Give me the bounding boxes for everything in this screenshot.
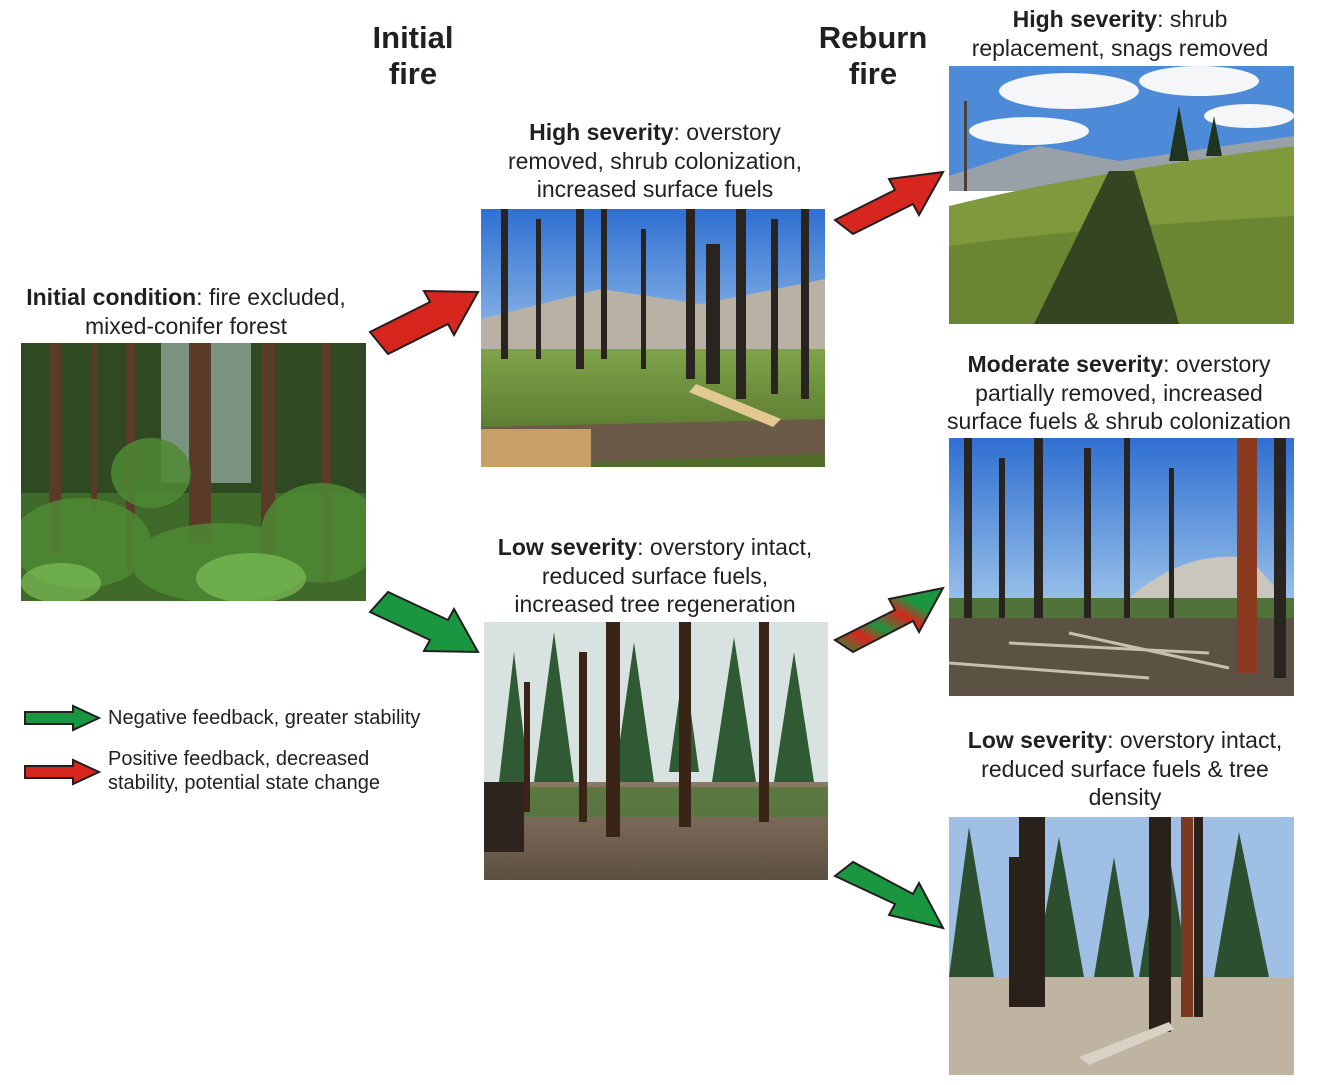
initial-fire-heading-line2: fire: [388, 56, 438, 91]
reburn-high-severity-photo: [949, 66, 1294, 324]
legend-positive-line1: Positive feedback, decreased: [108, 748, 370, 770]
initial-low-severity-caption: Low severity: overstory intact, reduced …: [465, 533, 845, 619]
legend-negative-label: Negative feedback, greater stability: [108, 707, 421, 729]
arrow-low-to-reburn-low: [833, 860, 945, 930]
initial-high-caption-line2: removed, shrub colonization,: [507, 147, 803, 174]
arrow-high-to-reburn-high: [833, 170, 945, 236]
reburn-fire-heading: Reburn fire: [806, 20, 940, 92]
reburn-moderate-caption-line1: : overstory: [1163, 351, 1271, 377]
reburn-moderate-severity-photo: [949, 438, 1294, 696]
initial-condition-caption: Initial condition: fire excluded, mixed-…: [0, 283, 372, 340]
reburn-moderate-caption-line3: surface fuels & shrub colonization: [947, 408, 1291, 434]
initial-high-severity-caption: High severity: overstory removed, shrub …: [465, 118, 845, 204]
initial-high-severity-photo: [481, 209, 825, 467]
initial-high-caption-line1: : overstory: [673, 119, 781, 145]
initial-low-caption-line1: : overstory intact,: [637, 534, 813, 560]
initial-high-caption-bold: High severity: [529, 119, 674, 145]
reburn-moderate-severity-caption: Moderate severity: overstory partially r…: [920, 350, 1318, 436]
reburn-high-caption-bold: High severity: [1012, 6, 1158, 32]
reburn-low-severity-photo: [949, 817, 1294, 1075]
legend-green-arrow-icon: [24, 704, 102, 732]
initial-high-caption-line3: increased surface fuels: [536, 176, 774, 202]
initial-low-caption-bold: Low severity: [497, 534, 638, 560]
initial-fire-heading: Initial fire: [352, 20, 474, 92]
reburn-low-severity-caption: Low severity: overstory intact, reduced …: [935, 726, 1315, 812]
reburn-low-caption-line2: reduced surface fuels & tree: [981, 755, 1269, 782]
initial-low-caption-line3: increased tree regeneration: [514, 591, 796, 617]
initial-fire-heading-line1: Initial: [372, 20, 454, 55]
reburn-moderate-caption-bold: Moderate severity: [967, 351, 1164, 377]
reburn-low-caption-bold: Low severity: [967, 727, 1108, 753]
reburn-low-caption-line3: density: [1088, 784, 1162, 810]
reburn-high-caption-line2: replacement, snags removed: [971, 34, 1269, 61]
initial-condition-caption-line2: mixed-conifer forest: [85, 312, 287, 339]
reburn-high-severity-caption: High severity: shrub replacement, snags …: [935, 5, 1305, 62]
initial-condition-photo: [21, 343, 366, 601]
arrow-initial-to-high: [368, 289, 480, 356]
reburn-fire-heading-line2: fire: [848, 56, 898, 91]
reburn-moderate-caption-line2: partially removed, increased: [975, 379, 1263, 406]
reburn-high-caption-line1: : shrub: [1157, 6, 1228, 32]
arrow-initial-to-low: [368, 590, 480, 654]
initial-low-caption-line2: reduced surface fuels,: [541, 562, 769, 589]
initial-condition-caption-bold: Initial condition: [26, 284, 197, 310]
arrow-low-to-reburn-moderate-mixed: [833, 586, 945, 654]
legend-red-arrow-icon: [24, 758, 102, 786]
legend-positive-label: Positive feedback, decreased stability, …: [108, 747, 380, 795]
reburn-low-caption-line1: : overstory intact,: [1107, 727, 1283, 753]
legend-positive-line2: stability, potential state change: [108, 772, 381, 794]
reburn-fire-heading-line1: Reburn: [818, 20, 928, 55]
initial-condition-caption-line1: : fire excluded,: [196, 284, 346, 310]
initial-low-severity-photo: [484, 622, 828, 880]
